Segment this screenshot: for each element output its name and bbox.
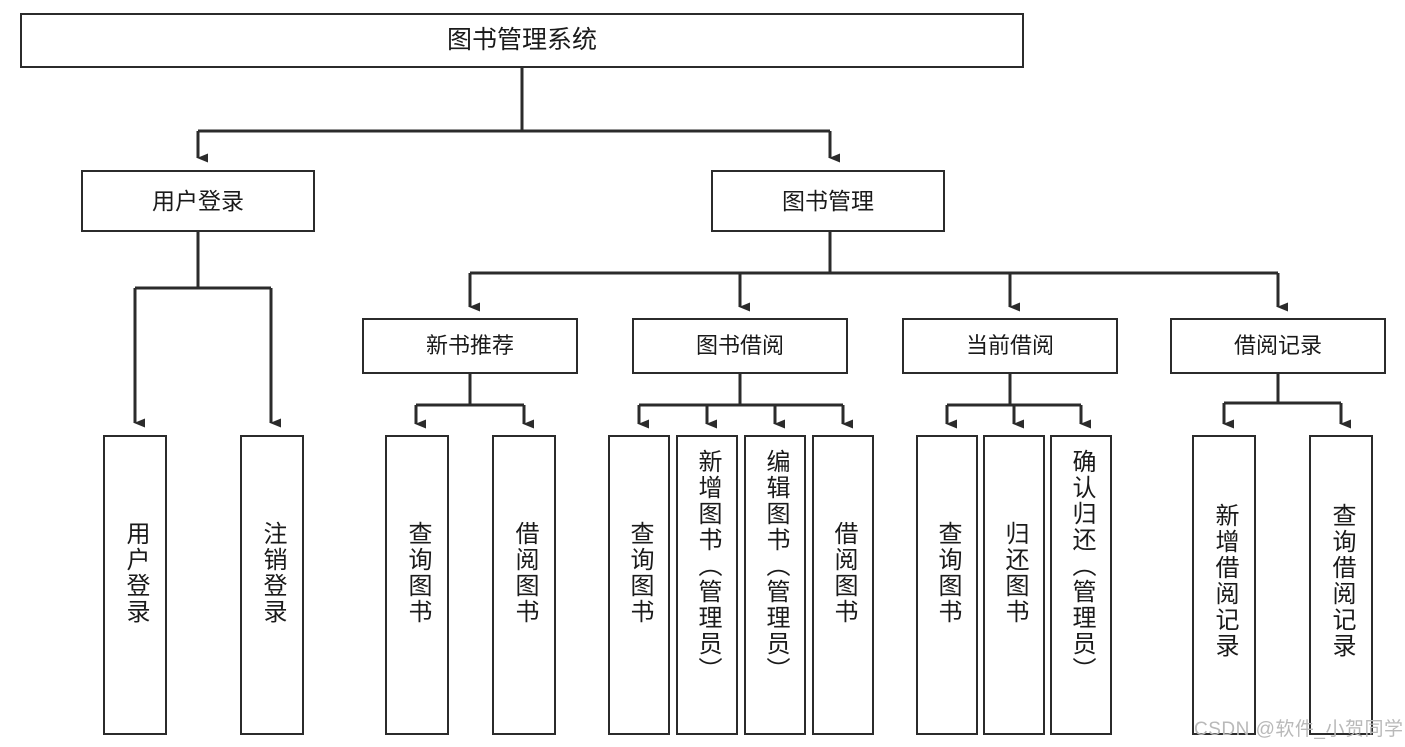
leaf-borrow-add-book-admin[interactable]: 新增图书（管理员） xyxy=(676,435,738,735)
leaf-current-return-books[interactable]: 归还图书 xyxy=(983,435,1045,735)
watermark-text: CSDN @软件_小贺同学 xyxy=(1194,719,1404,740)
leaf-borrow-borrow-books-label: 借阅图书 xyxy=(830,521,857,625)
leaf-current-confirm-return-admin[interactable]: 确认归还（管理员） xyxy=(1050,435,1112,735)
node-root-system[interactable]: 图书管理系统 xyxy=(20,13,1024,68)
node-new-book-recommend[interactable]: 新书推荐 xyxy=(362,318,578,374)
node-root-label: 图书管理系统 xyxy=(446,26,597,54)
leaf-records-query-record[interactable]: 查询借阅记录 xyxy=(1309,435,1373,735)
leaf-user-login[interactable]: 用户登录 xyxy=(103,435,167,735)
node-borrow-records[interactable]: 借阅记录 xyxy=(1170,318,1386,374)
leaf-recommend-query-books-label: 查询图书 xyxy=(404,521,431,625)
node-user-login-label: 用户登录 xyxy=(152,187,244,214)
node-book-management-label: 图书管理 xyxy=(782,187,874,214)
node-new-book-recommend-label: 新书推荐 xyxy=(425,333,514,359)
leaf-current-return-books-label: 归还图书 xyxy=(1001,521,1028,625)
node-book-borrow-label: 图书借阅 xyxy=(695,333,784,359)
leaf-current-confirm-return-admin-label: 确认归还（管理员） xyxy=(1068,449,1095,683)
leaf-records-query-record-label: 查询借阅记录 xyxy=(1328,503,1355,659)
leaf-recommend-query-books[interactable]: 查询图书 xyxy=(385,435,449,735)
node-current-borrow[interactable]: 当前借阅 xyxy=(902,318,1118,374)
node-user-login[interactable]: 用户登录 xyxy=(81,170,315,232)
leaf-logout-label: 注销登录 xyxy=(259,521,286,625)
leaf-borrow-query-books-label: 查询图书 xyxy=(626,521,653,625)
node-borrow-records-label: 借阅记录 xyxy=(1233,333,1322,359)
leaf-records-add-record-label: 新增借阅记录 xyxy=(1211,503,1238,659)
leaf-borrow-borrow-books[interactable]: 借阅图书 xyxy=(812,435,874,735)
leaf-borrow-edit-book-admin-label: 编辑图书（管理员） xyxy=(762,449,789,683)
leaf-current-query-books[interactable]: 查询图书 xyxy=(916,435,978,735)
leaf-borrow-query-books[interactable]: 查询图书 xyxy=(608,435,670,735)
leaf-current-query-books-label: 查询图书 xyxy=(934,521,961,625)
leaf-borrow-edit-book-admin[interactable]: 编辑图书（管理员） xyxy=(744,435,806,735)
leaf-recommend-borrow-books[interactable]: 借阅图书 xyxy=(492,435,556,735)
leaf-recommend-borrow-books-label: 借阅图书 xyxy=(511,521,538,625)
leaf-borrow-add-book-admin-label: 新增图书（管理员） xyxy=(694,449,721,683)
node-current-borrow-label: 当前借阅 xyxy=(965,333,1054,359)
leaf-user-login-label: 用户登录 xyxy=(122,521,149,625)
leaf-records-add-record[interactable]: 新增借阅记录 xyxy=(1192,435,1256,735)
node-book-borrow[interactable]: 图书借阅 xyxy=(632,318,848,374)
node-book-management[interactable]: 图书管理 xyxy=(711,170,945,232)
leaf-logout[interactable]: 注销登录 xyxy=(240,435,304,735)
